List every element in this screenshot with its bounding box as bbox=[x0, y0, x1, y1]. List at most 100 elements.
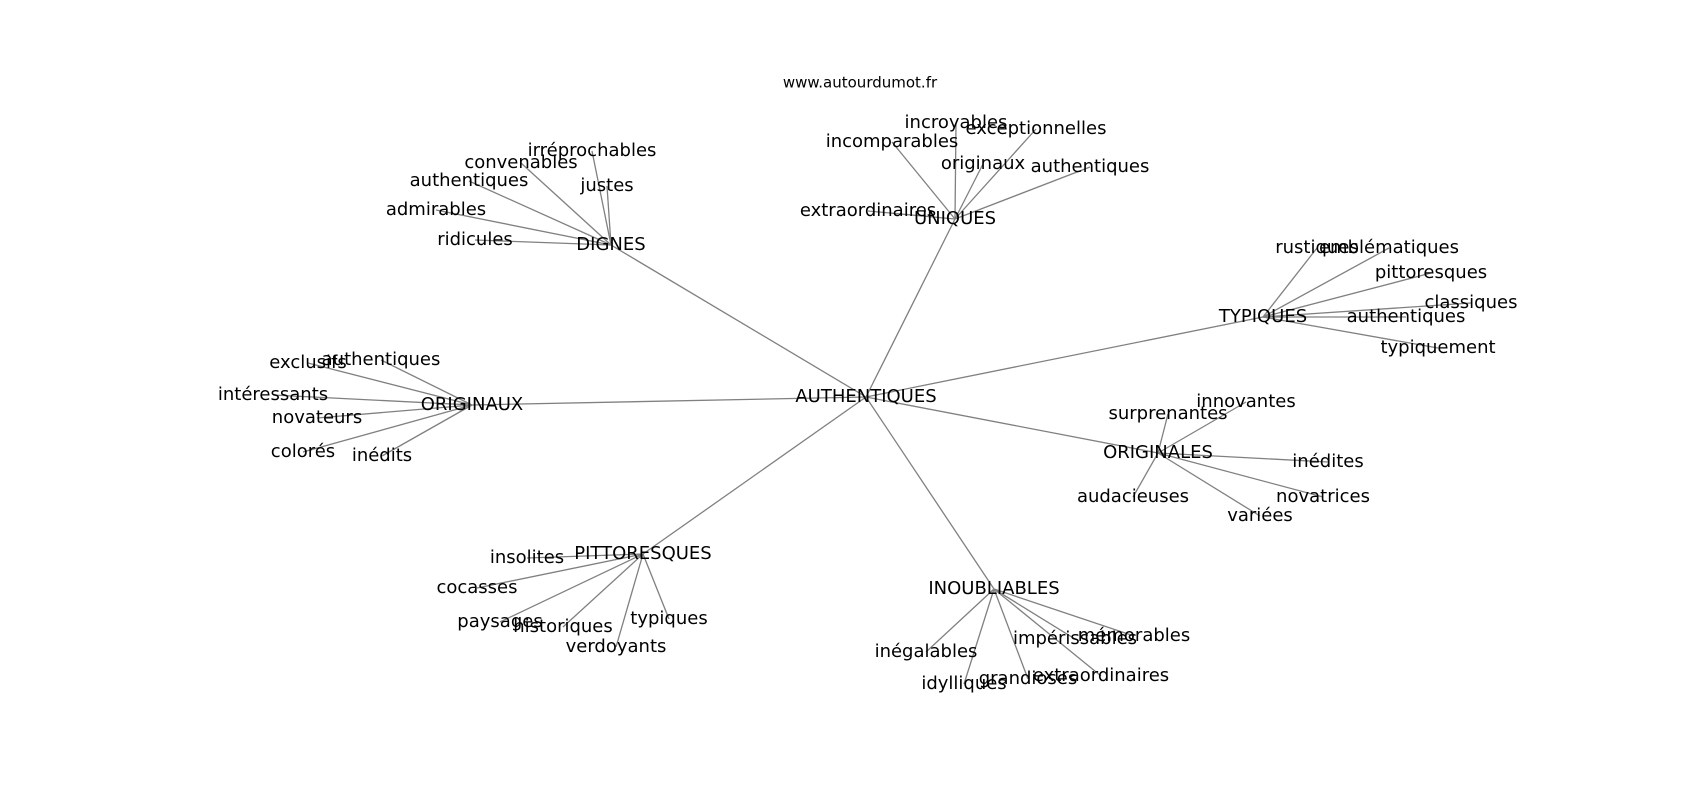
leaf-word-originales-audacieuses[interactable]: audacieuses bbox=[1077, 486, 1189, 507]
leaf-word-pittoresques-historiques[interactable]: historiques bbox=[513, 616, 613, 637]
edges-layer bbox=[272, 122, 1472, 685]
leaf-word-uniques-incomparables[interactable]: incomparables bbox=[826, 131, 959, 152]
edge-originales-variees bbox=[1157, 452, 1261, 517]
edge-typiques-typiquement bbox=[1262, 316, 1439, 349]
edge-originales-surprenantes bbox=[1157, 413, 1169, 454]
edge-root-inoubliables bbox=[865, 396, 995, 590]
edge-root-typiques bbox=[865, 316, 1264, 398]
edge-pittoresques-typiques bbox=[642, 553, 670, 620]
leaf-word-uniques-extraordinaires[interactable]: extraordinaires bbox=[800, 200, 936, 221]
edge-typiques-pittoresques bbox=[1262, 272, 1432, 318]
leaf-word-originales-inedites[interactable]: inédites bbox=[1292, 451, 1363, 472]
leaf-word-typiques-pittoresques[interactable]: pittoresques bbox=[1375, 262, 1487, 283]
leaf-word-dignes-justes[interactable]: justes bbox=[579, 175, 633, 196]
leaf-word-typiques-authentiques[interactable]: authentiques bbox=[1347, 306, 1466, 327]
edge-originaux-inedits bbox=[381, 404, 473, 457]
edge-uniques-exceptionnelles bbox=[954, 128, 1037, 220]
leaf-word-inoubliables-imperissables[interactable]: impérissables bbox=[1013, 628, 1137, 649]
hub-word-pittoresques[interactable]: PITTORESQUES bbox=[574, 543, 711, 564]
edge-pittoresques-paysages bbox=[499, 553, 644, 623]
leaf-word-originaux-authentiques[interactable]: authentiques bbox=[322, 349, 441, 370]
leaf-word-typiques-classiques[interactable]: classiques bbox=[1425, 292, 1518, 313]
source-url: www.autourdumot.fr bbox=[783, 74, 938, 92]
leaf-word-inoubliables-grandioses[interactable]: grandioses bbox=[979, 668, 1078, 689]
leaf-word-uniques-exceptionnelles[interactable]: exceptionnelles bbox=[966, 118, 1107, 139]
leaf-word-dignes-convenables[interactable]: convenables bbox=[464, 152, 577, 173]
edge-uniques-incomparables bbox=[891, 141, 956, 220]
leaf-word-dignes-authentiques[interactable]: authentiques bbox=[410, 170, 529, 191]
leaf-word-typiques-emblematiques[interactable]: emblématiques bbox=[1319, 237, 1459, 258]
edge-uniques-originaux bbox=[954, 163, 984, 220]
leaf-word-originaux-interessants[interactable]: intéressants bbox=[218, 384, 328, 405]
edge-root-uniques bbox=[865, 218, 956, 398]
edge-originales-innovantes bbox=[1157, 401, 1247, 454]
edge-originales-novatrices bbox=[1157, 452, 1324, 498]
leaf-word-uniques-authentiques[interactable]: authentiques bbox=[1031, 156, 1150, 177]
edge-inoubliables-inegalables bbox=[925, 588, 995, 653]
edge-originales-audacieuses bbox=[1132, 452, 1159, 498]
leaf-word-pittoresques-cocasses[interactable]: cocasses bbox=[436, 577, 517, 598]
edge-originaux-authentiques bbox=[380, 359, 473, 406]
edge-dignes-ridicules bbox=[474, 239, 612, 246]
edge-pittoresques-historiques bbox=[562, 553, 644, 628]
edge-typiques-emblematiques bbox=[1262, 247, 1390, 318]
hub-word-typiques[interactable]: TYPIQUES bbox=[1218, 306, 1307, 327]
leaf-word-originaux-inedits[interactable]: inédits bbox=[352, 445, 412, 466]
edge-originaux-colores bbox=[302, 404, 473, 453]
edge-uniques-authentiques bbox=[954, 166, 1091, 220]
leaf-word-pittoresques-verdoyants[interactable]: verdoyants bbox=[566, 636, 667, 657]
hub-word-originaux[interactable]: ORIGINAUX bbox=[421, 394, 524, 415]
edge-dignes-irreprochables bbox=[591, 150, 612, 246]
leaf-word-inoubliables-idylliques[interactable]: idylliques bbox=[921, 673, 1006, 694]
edge-pittoresques-cocasses bbox=[476, 553, 644, 589]
edge-root-pittoresques bbox=[642, 396, 867, 555]
edge-dignes-authentiques bbox=[468, 180, 612, 246]
edge-originales-inedites bbox=[1157, 452, 1329, 463]
edge-typiques-rustiques bbox=[1262, 247, 1318, 318]
hub-word-dignes[interactable]: DIGNES bbox=[576, 234, 645, 255]
edge-inoubliables-extraordinaires bbox=[993, 588, 1102, 677]
edge-originaux-exclusifs bbox=[307, 362, 473, 406]
edge-pittoresques-verdoyants bbox=[615, 553, 644, 648]
edge-root-dignes bbox=[610, 244, 867, 398]
leaf-word-pittoresques-typiques[interactable]: typiques bbox=[630, 608, 707, 629]
leaf-word-inoubliables-memorables[interactable]: mémorables bbox=[1078, 625, 1190, 646]
edge-inoubliables-imperissables bbox=[993, 588, 1076, 640]
leaf-word-originales-innovantes[interactable]: innovantes bbox=[1196, 391, 1295, 412]
edge-dignes-justes bbox=[606, 185, 612, 246]
leaf-word-originaux-novateurs[interactable]: novateurs bbox=[272, 407, 362, 428]
edge-typiques-classiques bbox=[1262, 302, 1472, 318]
leaf-word-typiques-typiquement[interactable]: typiquement bbox=[1380, 337, 1495, 358]
leaf-word-inoubliables-extraordinaires[interactable]: extraordinaires bbox=[1033, 665, 1169, 686]
hub-word-uniques[interactable]: UNIQUES bbox=[914, 208, 996, 229]
leaf-word-dignes-irreprochables[interactable]: irréprochables bbox=[528, 140, 657, 161]
leaf-word-originaux-colores[interactable]: colorés bbox=[271, 441, 335, 462]
leaf-word-pittoresques-insolites[interactable]: insolites bbox=[490, 547, 564, 568]
leaf-word-uniques-incroyables[interactable]: incroyables bbox=[905, 112, 1008, 133]
edge-dignes-convenables bbox=[520, 162, 612, 246]
edge-inoubliables-idylliques bbox=[963, 588, 995, 685]
leaf-word-originales-surprenantes[interactable]: surprenantes bbox=[1108, 403, 1227, 424]
leaf-word-uniques-originaux[interactable]: originaux bbox=[941, 153, 1026, 174]
edge-root-originales bbox=[865, 396, 1159, 454]
labels-layer: AUTHENTIQUES DIGNES irréprochablesconvenab… bbox=[218, 112, 1518, 694]
edge-dignes-admirables bbox=[435, 209, 612, 246]
edge-inoubliables-memorables bbox=[993, 588, 1135, 637]
edge-originaux-interessants bbox=[272, 394, 473, 406]
leaf-word-dignes-admirables[interactable]: admirables bbox=[386, 199, 486, 220]
leaf-word-originales-variees[interactable]: variées bbox=[1227, 505, 1293, 526]
leaf-word-originales-novatrices[interactable]: novatrices bbox=[1276, 486, 1370, 507]
leaf-word-typiques-rustiques[interactable]: rustiques bbox=[1275, 237, 1359, 258]
leaf-word-originaux-exclusifs[interactable]: exclusifs bbox=[269, 352, 347, 373]
leaf-word-dignes-ridicules[interactable]: ridicules bbox=[437, 229, 513, 250]
edge-uniques-extraordinaires bbox=[867, 210, 956, 220]
hub-word-inoubliables[interactable]: INOUBLIABLES bbox=[928, 578, 1059, 599]
hub-word-originales[interactable]: ORIGINALES bbox=[1103, 442, 1213, 463]
edge-originaux-novateurs bbox=[316, 404, 473, 419]
edge-root-originaux bbox=[471, 396, 867, 406]
leaf-word-inoubliables-inegalables[interactable]: inégalables bbox=[875, 641, 978, 662]
root-word[interactable]: AUTHENTIQUES bbox=[795, 386, 936, 407]
leaf-word-pittoresques-paysages[interactable]: paysages bbox=[457, 611, 542, 632]
edge-pittoresques-insolites bbox=[526, 553, 644, 559]
